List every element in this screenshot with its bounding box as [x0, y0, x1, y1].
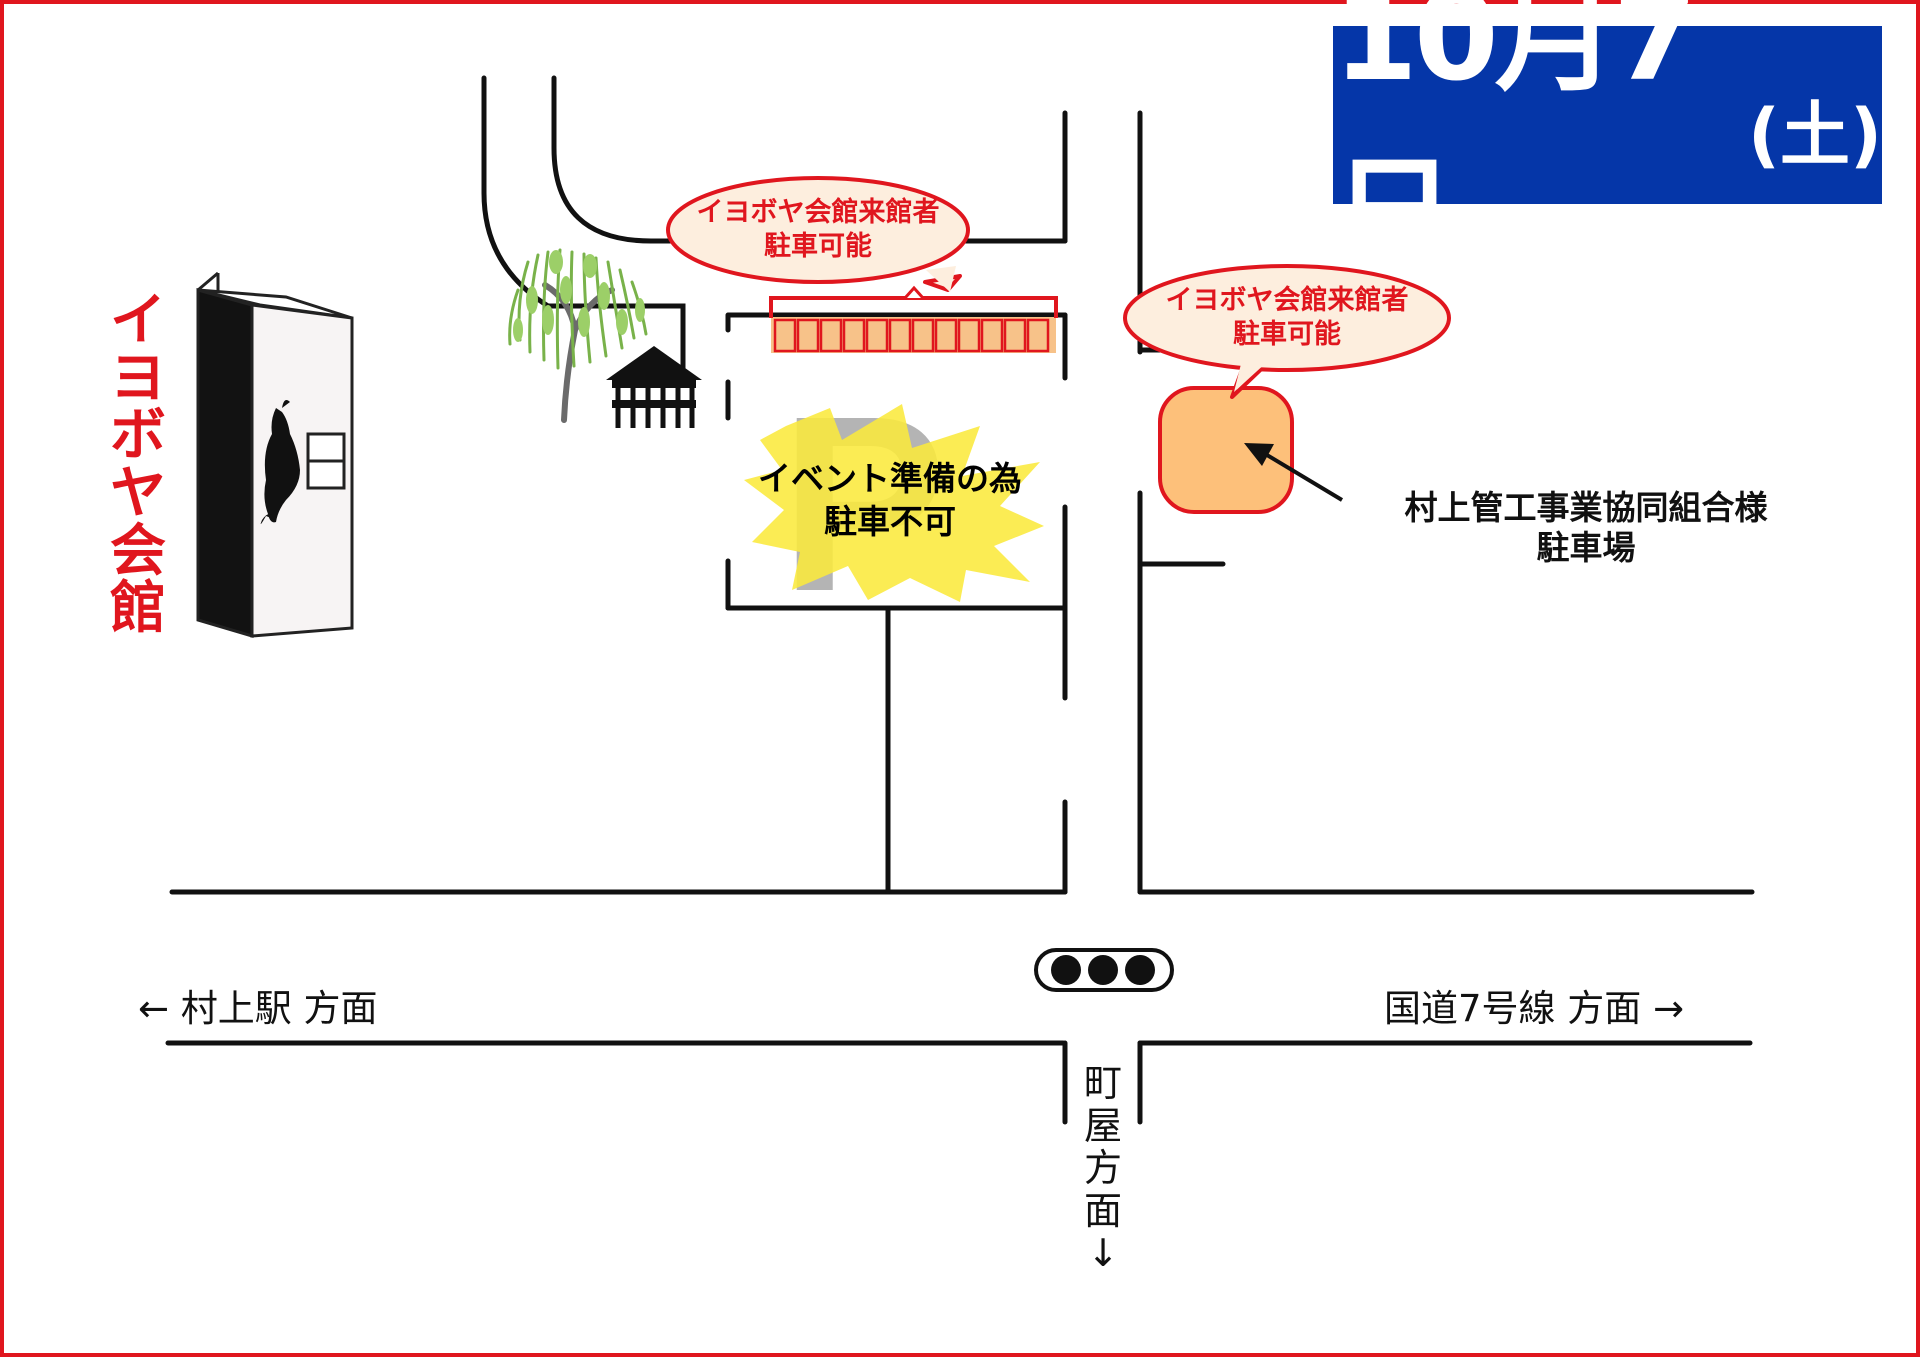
direction-west-label: ← 村上駅 方面: [138, 987, 378, 1030]
visitor-parking-spaces: [769, 285, 1058, 353]
arrow-icon: [1244, 443, 1344, 502]
direction-south-char: 屋: [1083, 1103, 1122, 1148]
bubble-2-line-1: イヨボヤ会館来館者: [1165, 285, 1409, 316]
no-parking-line-2: 駐車不可: [824, 501, 956, 541]
bubble-1-line-2: 駐車可能: [764, 230, 872, 262]
no-parking-zone: P: [744, 364, 1044, 643]
building-icon: [196, 271, 354, 639]
roads: [165, 75, 1755, 1125]
date-label: 10月7日: [1333, 0, 1698, 285]
no-parking-line-1: イベント準備の為: [758, 459, 1022, 498]
union-parking-label: 村上管工事業協同組合様 駐車場: [1356, 488, 1816, 567]
venue-title-char: ヨ: [110, 345, 166, 411]
bubble-1-line-1: イヨボヤ会館来館者: [696, 197, 940, 228]
venue-title: イ ヨ ボ ヤ 会 館: [108, 292, 168, 638]
direction-south-label: 町 屋 方 面 ↓: [1078, 1062, 1128, 1275]
visitor-parking-bubble-1: [666, 176, 970, 292]
lot-top-edge: [725, 312, 1068, 333]
direction-south-char: ↓: [1087, 1231, 1119, 1276]
event-date: 10月7日 (土): [1333, 0, 1882, 285]
venue-title-char: ボ: [110, 403, 166, 469]
side-road-east-edge: [551, 75, 1068, 244]
bubble-1-text: イヨボヤ会館来館者 駐車可能: [668, 196, 968, 264]
shrine-gate-icon: [606, 346, 702, 428]
bubble-2-text: イヨボヤ会館来館者 駐車可能: [1125, 284, 1449, 352]
direction-south-char: 面: [1083, 1188, 1122, 1233]
bubble-2-line-2: 駐車可能: [1233, 318, 1341, 350]
weekday-label: (土): [1748, 93, 1882, 176]
traffic-light-icon: [1034, 948, 1174, 992]
union-parking-lot: [1158, 386, 1294, 514]
direction-east-label: 国道7号線 方面 →: [1384, 987, 1685, 1030]
union-parking-line-2: 駐車場: [1536, 527, 1636, 567]
warning-burst: [744, 404, 1044, 602]
venue-title-char: 会: [110, 518, 166, 584]
visitor-parking-bubble-2: [1123, 264, 1451, 399]
willow-tree-icon: [508, 248, 648, 423]
venue-title-char: 館: [110, 576, 166, 642]
no-parking-notice: イベント準備の為 駐車不可: [733, 458, 1047, 544]
union-parking-line-1: 村上管工事業協同組合様: [1404, 488, 1768, 527]
salmon-icon: [260, 400, 300, 525]
venue-title-char: ヤ: [110, 461, 166, 527]
direction-south-char: 町: [1083, 1061, 1122, 1105]
direction-south-char: 方: [1083, 1146, 1122, 1191]
venue-title-char: イ: [110, 288, 166, 353]
